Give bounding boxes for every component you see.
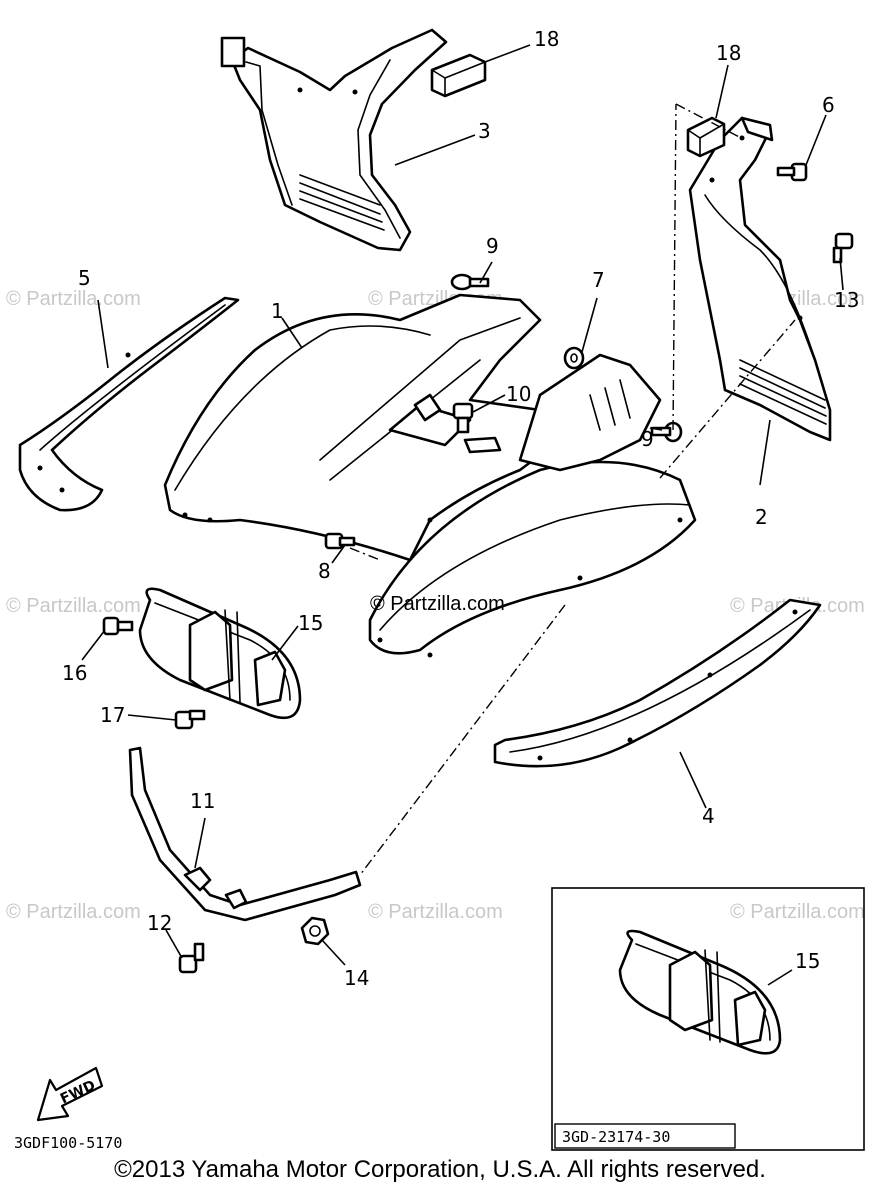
fastener-12-bolt: [178, 942, 205, 974]
callout-4: 4: [702, 804, 715, 828]
exploded-parts-diagram: © Partzilla.com © Partzilla.com © Partzi…: [6, 27, 865, 1152]
callout-6: 6: [822, 93, 835, 117]
copyright-text: ©2013 Yamaha Motor Corporation, U.S.A. A…: [114, 1156, 766, 1183]
fwd-arrow-icon: FWD: [36, 1066, 104, 1122]
callout-5: 5: [78, 266, 91, 290]
fastener-9-upper: [450, 273, 490, 291]
part-1-front-fender-right: [368, 353, 697, 658]
fastener-16-bolt: [102, 616, 134, 636]
part-15-headlight-guard: [138, 587, 302, 720]
callout-18: 18: [534, 27, 559, 51]
fastener-14-nut: [300, 916, 330, 946]
assembly-lines: [349, 103, 796, 876]
part-1-front-fender: [163, 293, 562, 562]
part-2-side-cover-right: [688, 116, 832, 442]
callout-12: 12: [147, 911, 172, 935]
fastener-13-bolt: [832, 232, 854, 264]
inset-code: 3GD-23174-30: [562, 1128, 670, 1146]
callout-15: 15: [795, 949, 820, 973]
watermark-text: © Partzilla.com: [6, 901, 141, 923]
callout-16: 16: [62, 661, 87, 685]
callout-2: 2: [755, 505, 768, 529]
part-11-stay: [128, 746, 362, 922]
diagram-code: 3GDF100-5170: [14, 1134, 122, 1152]
fastener-9-lower: [650, 421, 683, 443]
fastener-6-bolt: [776, 162, 808, 182]
callout-7: 7: [592, 268, 605, 292]
part-3-side-cover-left: [220, 28, 448, 252]
callout-11: 11: [190, 789, 215, 813]
part-15-headlight-guard-inset: [618, 929, 793, 1055]
callout-14: 14: [344, 966, 369, 990]
callout-13: 13: [834, 288, 859, 312]
callout-15: 15: [298, 611, 323, 635]
watermark-text: © Partzilla.com: [6, 288, 141, 310]
callout-10: 10: [506, 382, 531, 406]
callout-1: 1: [271, 299, 284, 323]
leader-lines: [81, 44, 844, 966]
callout-labels: 18 3 5 1 9 7 6 18 13 10 9 2 4 8 15 16 17…: [62, 27, 859, 990]
callout-18: 18: [716, 41, 741, 65]
fastener-7-washer: [563, 346, 585, 370]
part-5-fender-trim-left: [18, 296, 240, 512]
fastener-10-grommet: [452, 402, 474, 434]
fastener-17-bolt: [174, 709, 206, 730]
watermark-text: © Partzilla.com: [368, 901, 503, 923]
fastener-8-bolt: [324, 532, 356, 550]
callout-17: 17: [100, 703, 125, 727]
inset-box: 15 3GD-23174-30: [551, 887, 865, 1151]
part-18-pad-left: [430, 53, 487, 98]
callout-8: 8: [318, 559, 331, 583]
watermark-center: © Partzilla.com: [370, 593, 505, 615]
part-4-fender-trim-right: [493, 598, 822, 768]
callout-9: 9: [641, 427, 654, 451]
callout-3: 3: [478, 119, 491, 143]
watermark-text: © Partzilla.com: [730, 901, 865, 923]
callout-9: 9: [486, 234, 499, 258]
watermark-text: © Partzilla.com: [6, 595, 141, 617]
part-18-pad-right: [686, 116, 726, 158]
